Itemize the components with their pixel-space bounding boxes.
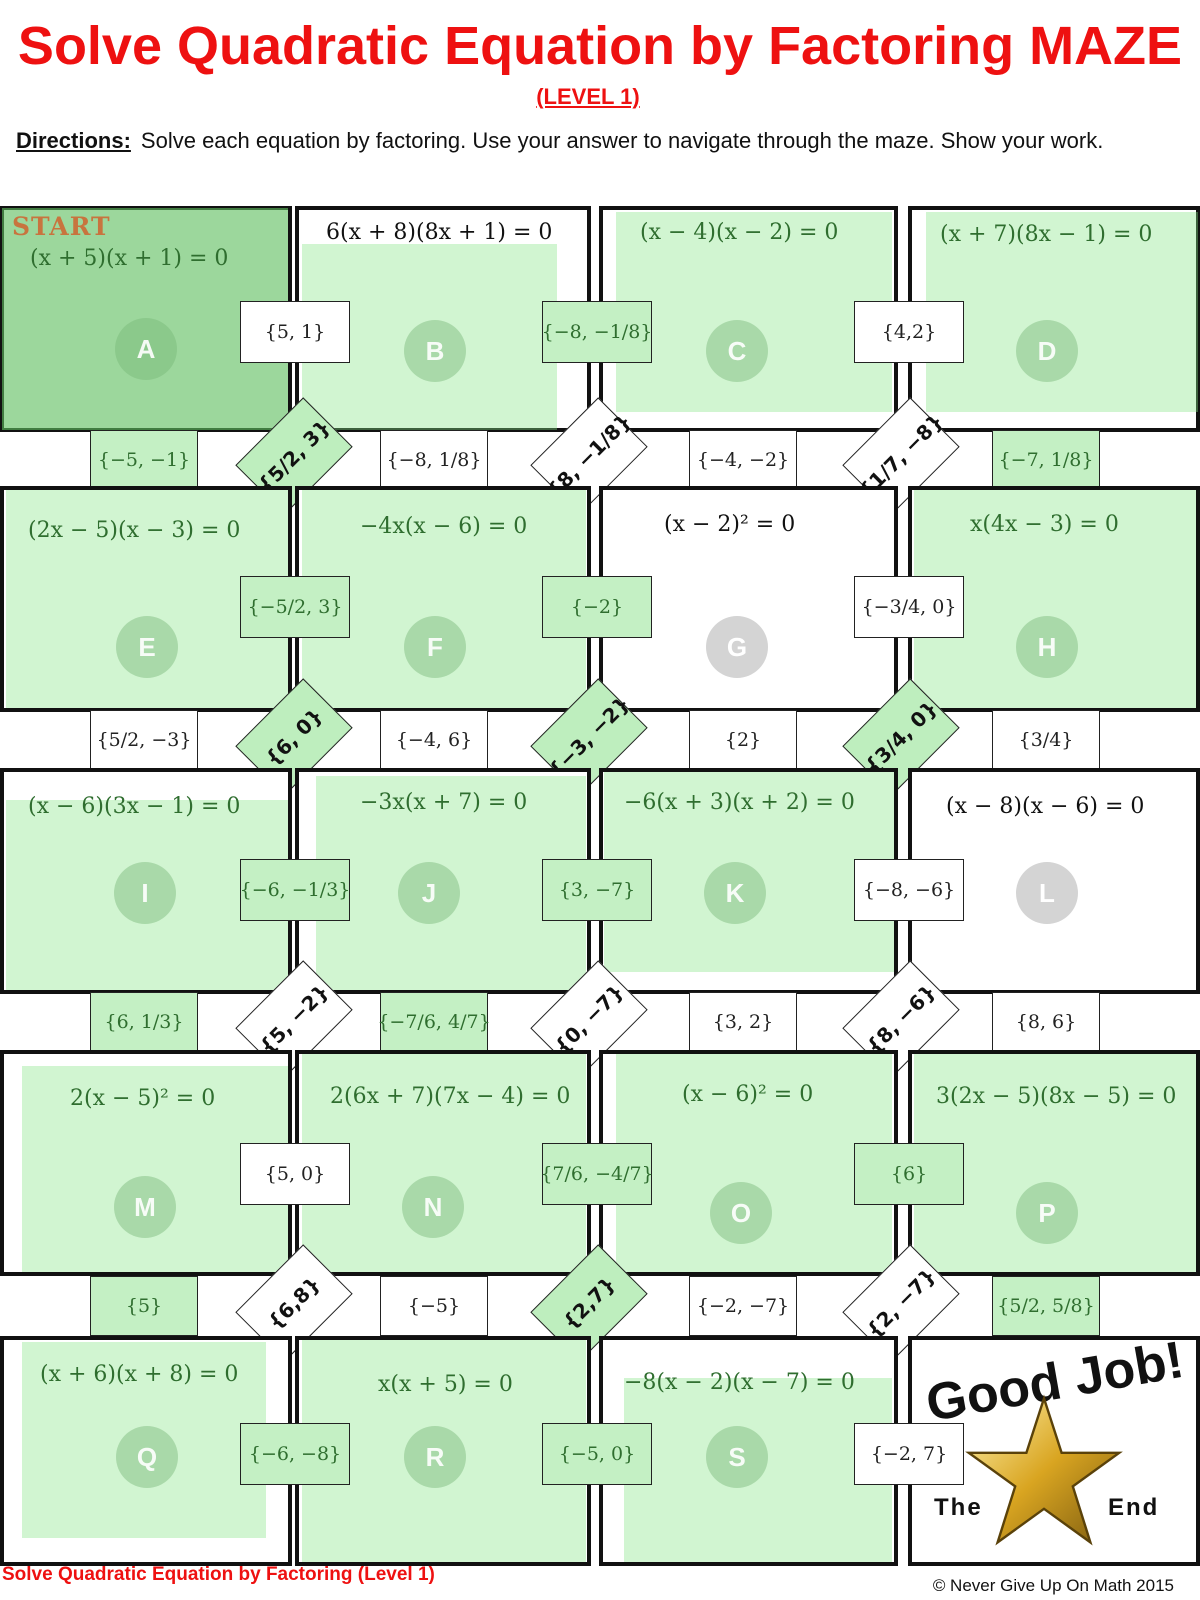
answer-box-mn[interactable]: {5, 0} [240,1143,350,1205]
answer-box-hl[interactable]: {3/4} [992,710,1100,770]
end-label: End [1108,1494,1160,1521]
equation-f: −4x(x − 6) = 0 [360,514,528,539]
equation-c: (x − 4)(x − 2) = 0 [640,220,839,245]
answer-box-bc[interactable]: {−8, −1/8} [542,301,652,363]
answer-box-op[interactable]: {6} [854,1143,964,1205]
cell-letter-i: I [114,862,176,924]
cell-letter-k: K [704,862,766,924]
answer-box-fj[interactable]: {−4, 6} [380,710,488,770]
cell-letter-q: Q [116,1426,178,1488]
directions: Directions: Solve each equation by factor… [16,124,1176,157]
equation-j: −3x(x + 7) = 0 [360,790,528,815]
answer-box-cd[interactable]: {4,2} [854,301,964,363]
cell-letter-h: H [1016,616,1078,678]
answer-box-ae[interactable]: {−5, −1} [90,430,198,490]
cell-letter-n: N [402,1176,464,1238]
cell-letter-p: P [1016,1182,1078,1244]
answer-box-bf[interactable]: {−8, 1/8} [380,430,488,490]
directions-text: Solve each equation by factoring. Use yo… [140,128,1104,153]
answer-box-qr[interactable]: {−6, −8} [240,1423,350,1485]
start-label: START [12,212,111,241]
cell-letter-c: C [706,320,768,382]
answer-box-dh[interactable]: {−7, 1/8} [992,430,1100,490]
level-subtitle: (LEVEL 1) [536,84,640,109]
footer-title: Solve Quadratic Equation by Factoring (L… [2,1564,435,1585]
answer-box-gk[interactable]: {2} [689,710,797,770]
answer-box-os[interactable]: {−2, −7} [689,1276,797,1336]
answer-box-jk[interactable]: {3, −7} [542,859,652,921]
answer-box-nr[interactable]: {−5} [380,1276,488,1336]
cell-letter-l: L [1016,862,1078,924]
cell-letter-b: B [404,320,466,382]
cell-letter-j: J [398,862,460,924]
equation-m: 2(x − 5)² = 0 [70,1086,216,1111]
answer-box-cg[interactable]: {−4, −2} [689,430,797,490]
equation-d: (x + 7)(8x − 1) = 0 [940,222,1153,247]
the-label: The [934,1494,983,1521]
answer-box-ko[interactable]: {3, 2} [689,992,797,1052]
equation-h: x(4x − 3) = 0 [970,512,1119,537]
answer-box-kl[interactable]: {−8, −6} [854,859,964,921]
equation-k: −6(x + 3)(x + 2) = 0 [624,790,855,815]
cell-letter-d: D [1016,320,1078,382]
cell-letter-s: S [706,1426,768,1488]
equation-i: (x − 6)(3x − 1) = 0 [28,794,241,819]
equation-a: (x + 5)(x + 1) = 0 [30,246,229,271]
equation-l: (x − 8)(x − 6) = 0 [946,794,1145,819]
cell-letter-a: A [115,318,177,380]
page-title: Solve Quadratic Equation by Factoring MA… [17,16,1183,76]
answer-box-pt[interactable]: {5/2, 5/8} [992,1276,1100,1336]
answer-box-gh[interactable]: {−3/4, 0} [854,576,964,638]
answer-box-ab[interactable]: {5, 1} [240,301,350,363]
equation-e: (2x − 5)(x − 3) = 0 [28,518,241,543]
equation-g: (x − 2)² = 0 [664,512,796,537]
equation-s: −8(x − 2)(x − 7) = 0 [624,1370,855,1395]
directions-label: Directions: [16,128,131,153]
answer-box-jn[interactable]: {−7/6, 4/7} [377,992,491,1052]
cell-letter-g: G [706,616,768,678]
cell-letter-f: F [404,616,466,678]
answer-box-ei[interactable]: {5/2, −3} [90,710,198,770]
equation-n: 2(6x + 7)(7x − 4) = 0 [330,1084,571,1109]
answer-box-s-end[interactable]: {−2, 7} [854,1423,964,1485]
answer-box-lp[interactable]: {8, 6} [992,992,1100,1052]
answer-box-im[interactable]: {6, 1/3} [90,992,198,1052]
cell-letter-m: M [114,1176,176,1238]
answer-box-ij[interactable]: {−6, −1/3} [240,859,350,921]
answer-box-rs[interactable]: {−5, 0} [542,1423,652,1485]
equation-o: (x − 6)² = 0 [682,1082,814,1107]
cell-letter-r: R [404,1426,466,1488]
equation-b: 6(x + 8)(8x + 1) = 0 [326,220,553,245]
gold-star-icon [965,1394,1123,1546]
equation-q: (x + 6)(x + 8) = 0 [40,1362,239,1387]
answer-box-no[interactable]: {7/6, −4/7} [540,1143,654,1205]
copyright: © Never Give Up On Math 2015 [932,1576,1174,1595]
cell-letter-e: E [116,616,178,678]
answer-box-mq[interactable]: {5} [90,1276,198,1336]
maze-cell-f [295,486,591,712]
answer-box-ef[interactable]: {−5/2, 3} [240,576,350,638]
equation-p: 3(2x − 5)(8x − 5) = 0 [936,1084,1177,1109]
cell-letter-o: O [710,1182,772,1244]
equation-r: x(x + 5) = 0 [378,1372,513,1397]
answer-box-fg[interactable]: {−2} [542,576,652,638]
